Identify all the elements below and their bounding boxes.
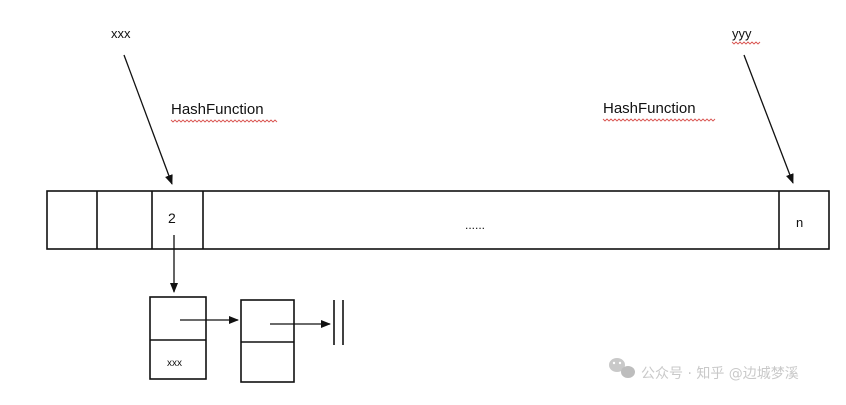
wechat-icon <box>609 358 635 378</box>
list-node-2 <box>240 299 295 383</box>
spellcheck-underline-right <box>602 118 716 122</box>
bucket-index-label: 2 <box>168 210 176 226</box>
bucket-last-label: n <box>796 215 803 230</box>
list-node-1-value: xxx <box>167 358 182 369</box>
key-label-left: xxx <box>111 26 131 41</box>
key-label-right: yyy <box>732 26 752 41</box>
watermark-text: 公众号 · 知乎 @边城梦溪 <box>641 365 799 382</box>
bucket-array <box>46 190 830 250</box>
bucket-ellipsis: ...... <box>465 218 485 232</box>
spellcheck-underline-left <box>170 119 278 123</box>
spellcheck-underline-yyy <box>731 41 761 45</box>
hash-arrow-right <box>743 54 794 184</box>
list-node-1 <box>149 296 207 380</box>
watermark: 公众号 · 知乎 @边城梦溪 <box>609 358 799 382</box>
hash-arrow-left <box>123 54 173 185</box>
hash-function-label-right: HashFunction <box>603 100 696 117</box>
hash-function-label-left: HashFunction <box>171 101 264 118</box>
